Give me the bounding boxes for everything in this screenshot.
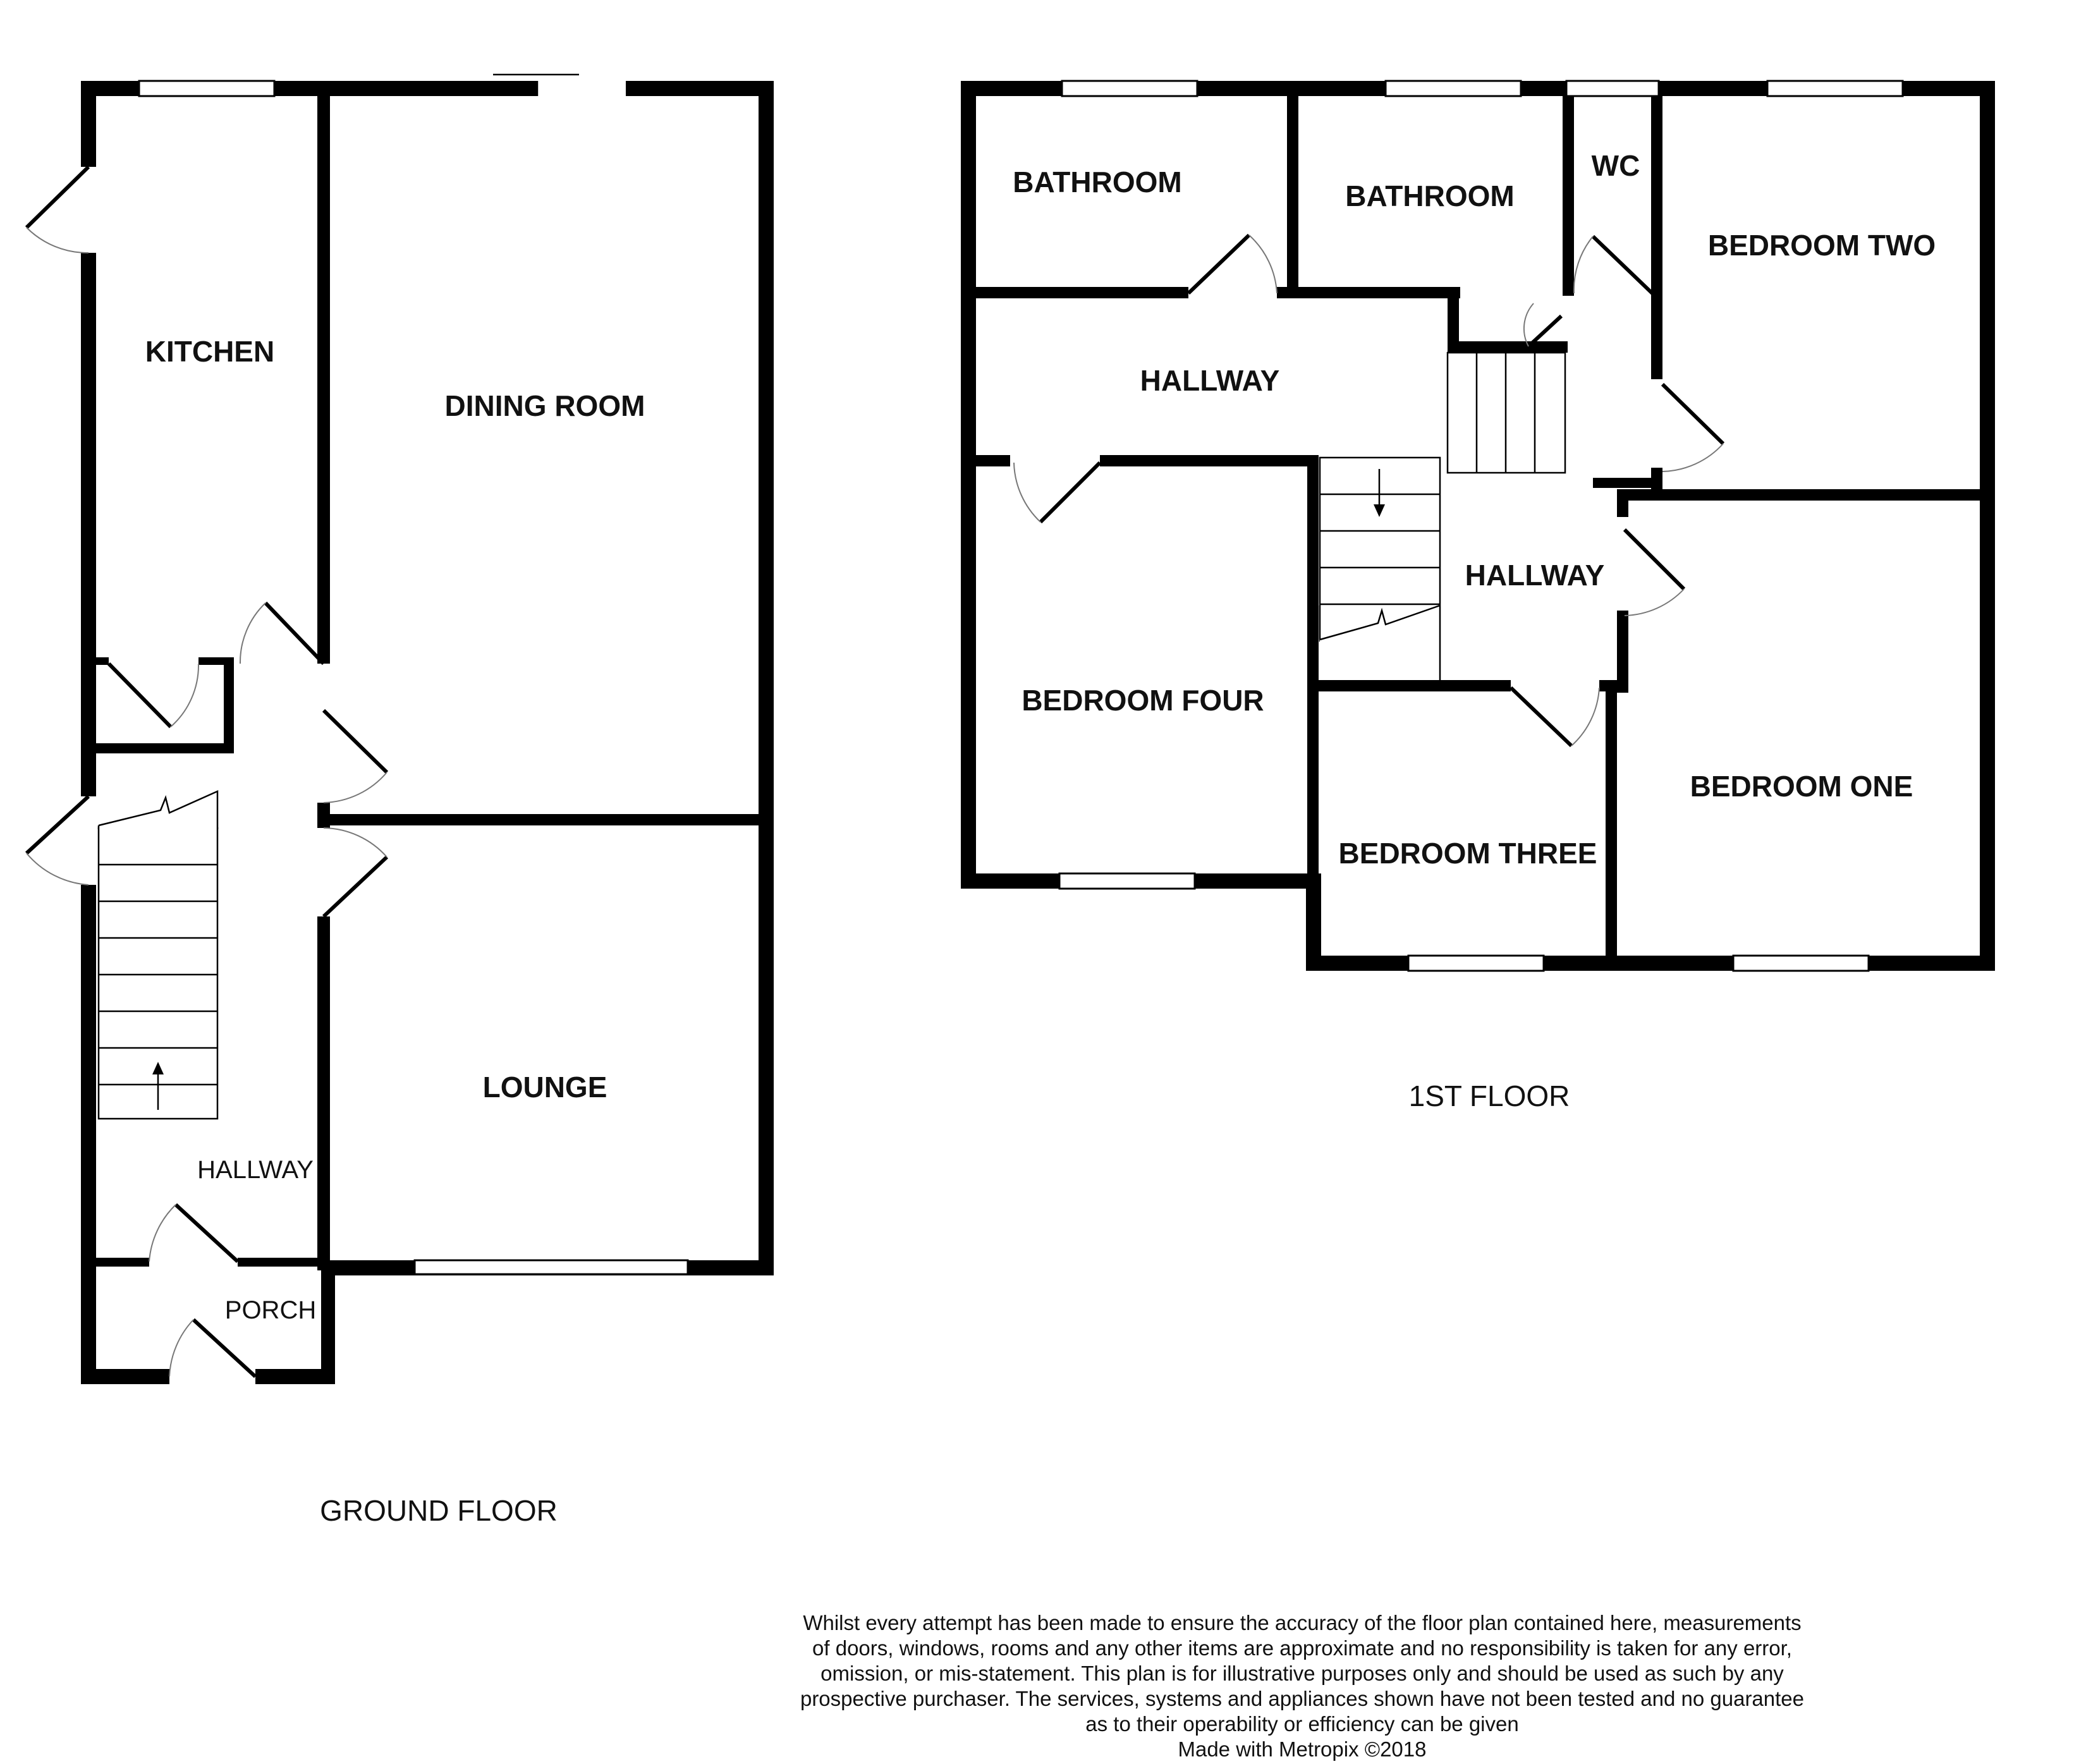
- door: [1523, 303, 1563, 348]
- door: [322, 827, 389, 918]
- door: [239, 601, 326, 666]
- window: [1058, 872, 1196, 890]
- first-floor-plan: BATHROOM BATHROOM WC BEDROOM TWO HALLWAY…: [961, 80, 1995, 1112]
- room-label-dining-room: DINING ROOM: [445, 389, 645, 422]
- room-label-bathroom: BATHROOM: [1345, 179, 1514, 212]
- room-label-hallway: HALLWAY: [1465, 559, 1605, 592]
- window: [138, 80, 276, 97]
- wall: [1563, 88, 1574, 296]
- wall: [238, 1258, 326, 1267]
- disclaimer-line: omission, or mis-statement. This plan is…: [820, 1662, 1784, 1685]
- door: [1573, 234, 1658, 299]
- wall: [967, 455, 1010, 466]
- room-label-bedroom-two: BEDROOM TWO: [1708, 229, 1936, 262]
- room-label-wc: WC: [1592, 149, 1640, 182]
- room-label-bedroom-three: BEDROOM THREE: [1339, 837, 1597, 870]
- wall: [1315, 680, 1511, 691]
- stair-down-arrow-icon: [1374, 469, 1385, 517]
- room-label-bedroom-four: BEDROOM FOUR: [1022, 684, 1264, 717]
- wall: [626, 81, 774, 96]
- room-label-hallway: HALLWAY: [197, 1156, 314, 1184]
- door: [1623, 528, 1686, 616]
- ground-floor-plan: KITCHEN DINING ROOM LOUNGE HALLWAY PORCH…: [25, 73, 774, 1527]
- floor-title-first: 1ST FLOOR: [1409, 1080, 1570, 1112]
- wall: [967, 287, 1188, 298]
- wall: [1307, 455, 1319, 882]
- staircase: [1446, 351, 1566, 474]
- door: [25, 165, 90, 254]
- door: [1509, 686, 1600, 748]
- wall: [1593, 478, 1662, 488]
- floor-title-ground: GROUND FLOOR: [320, 1494, 558, 1527]
- window: [1407, 954, 1545, 972]
- wall: [88, 657, 109, 665]
- disclaimer-line: of doors, windows, rooms and any other i…: [812, 1636, 1792, 1660]
- wall: [1448, 287, 1459, 353]
- room-label-kitchen: KITCHEN: [145, 335, 274, 368]
- wall: [1277, 287, 1460, 298]
- wall: [322, 814, 765, 825]
- wall: [317, 916, 330, 1270]
- door: [107, 662, 200, 729]
- window: [1061, 80, 1199, 97]
- wall: [1100, 455, 1319, 466]
- wall: [1287, 88, 1298, 293]
- wall: [88, 743, 234, 753]
- wall: [1617, 489, 1990, 501]
- room-label-bedroom-one: BEDROOM ONE: [1690, 770, 1913, 803]
- window: [413, 1259, 689, 1275]
- wall: [88, 1258, 149, 1267]
- wall: [759, 81, 774, 1275]
- room-label-bathroom: BATHROOM: [1013, 166, 1181, 198]
- disclaimer: Whilst every attempt has been made to en…: [727, 1610, 1877, 1762]
- wall: [317, 88, 330, 664]
- door: [1186, 233, 1278, 295]
- room-label-lounge: LOUNGE: [483, 1071, 607, 1104]
- window: [1766, 80, 1904, 97]
- disclaimer-line: prospective purchaser. The services, sys…: [800, 1687, 1805, 1710]
- disclaimer-line: as to their operability or efficiency ca…: [1085, 1712, 1519, 1736]
- wall: [321, 1262, 335, 1384]
- credit: Made with Metropix ©2018: [1178, 1737, 1427, 1761]
- door: [25, 794, 90, 885]
- door: [169, 1318, 257, 1378]
- wall: [81, 1369, 169, 1384]
- door: [149, 1203, 240, 1263]
- wall: [1606, 680, 1617, 964]
- door: [322, 709, 389, 803]
- wall: [961, 81, 976, 889]
- room-label-porch: PORCH: [225, 1296, 316, 1324]
- door: [1013, 461, 1102, 524]
- wall: [81, 81, 96, 167]
- disclaimer-line: Whilst every attempt has been made to en…: [803, 1611, 1802, 1634]
- stair-up-arrow-icon: [152, 1062, 164, 1110]
- door: [1661, 382, 1725, 472]
- wall: [224, 657, 234, 752]
- wall: [1617, 611, 1628, 693]
- staircase: [1319, 456, 1441, 680]
- room-label-hallway: HALLWAY: [1140, 364, 1280, 397]
- wall: [1306, 873, 1321, 971]
- window: [1565, 80, 1660, 97]
- wall: [1651, 88, 1662, 379]
- wall: [81, 885, 96, 1384]
- window: [1732, 954, 1870, 972]
- wall: [1980, 81, 1995, 971]
- wall: [81, 253, 96, 796]
- window: [1384, 80, 1522, 97]
- wall: [1448, 341, 1568, 353]
